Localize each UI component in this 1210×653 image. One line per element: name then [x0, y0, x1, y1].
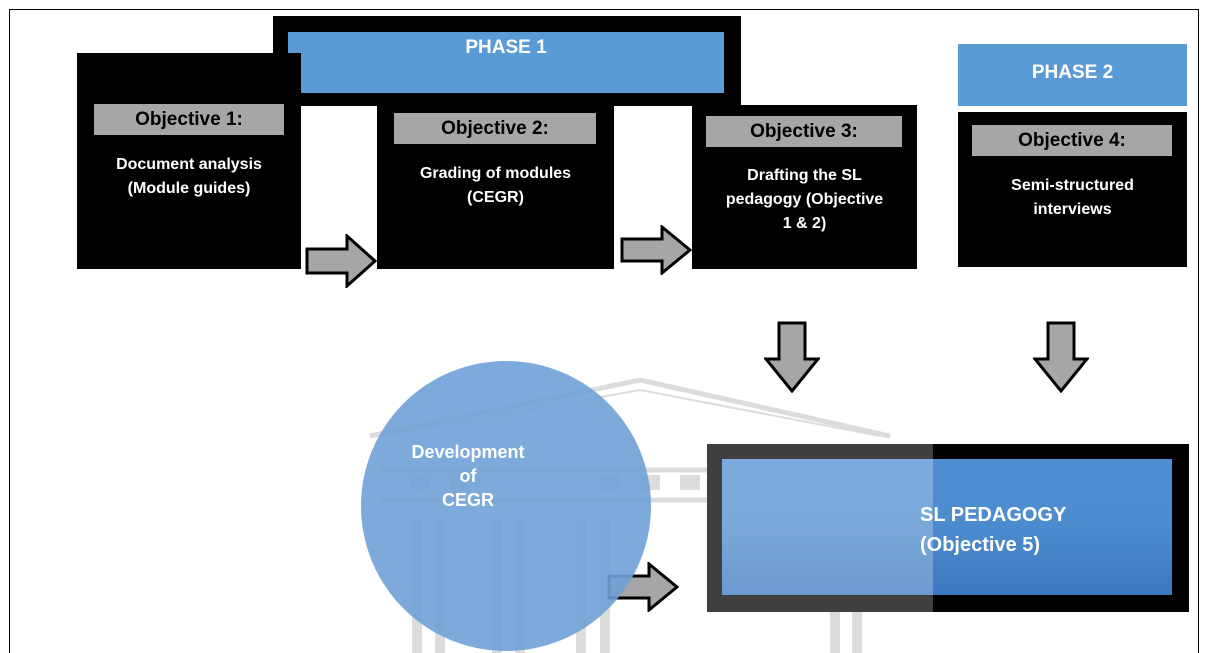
development-label: Development of CEGR: [368, 440, 568, 512]
objective1-text: Document analysis (Module guides): [80, 153, 298, 201]
phase2-label: PHASE 2: [1031, 62, 1114, 83]
objective3-text: Drafting the SL pedagogy (Objective 1 & …: [694, 164, 915, 236]
sl-pedagogy-line1: SL PEDAGOGY: [920, 504, 1067, 526]
objective4-line2: interviews: [1033, 201, 1112, 218]
objective2-line1: Grading of modules: [419, 165, 572, 182]
objective3-line2: pedagogy (Objective: [725, 191, 884, 208]
sl-pedagogy-overlay: [707, 444, 933, 612]
objective1-label: Objective 1:: [94, 104, 284, 135]
phase1-bar: [288, 32, 724, 93]
sl-pedagogy-line2: (Objective 5): [920, 534, 1041, 556]
objective1-line2: (Module guides): [127, 180, 251, 197]
arrow-obj1-to-obj2: [305, 234, 377, 288]
objective4-text: Semi-structured interviews: [960, 174, 1185, 222]
development-line3: CEGR: [441, 490, 494, 510]
diagram-frame: [9, 9, 1199, 653]
development-circle: [361, 361, 651, 651]
arrow-obj2-to-obj3: [620, 225, 692, 275]
objective3-line1: Drafting the SL: [747, 167, 862, 184]
sl-pedagogy-inner-box: [722, 459, 1172, 595]
objective2-line2: (CEGR): [467, 189, 524, 206]
objective3-line3: 1 & 2): [782, 215, 827, 232]
objective3-label: Objective 3:: [706, 116, 902, 147]
objective1-box: [77, 53, 301, 269]
objective4-label: Objective 4:: [972, 125, 1172, 156]
objective1-line1: Document analysis: [116, 156, 262, 173]
objective2-label: Objective 2:: [394, 113, 596, 144]
phase2-header-box: [958, 44, 1187, 106]
arrow-obj3-down: [764, 321, 820, 393]
objective2-text: Grading of modules (CEGR): [380, 162, 611, 210]
arrow-obj4-down: [1033, 321, 1089, 393]
phase1-label: PHASE 1: [465, 37, 547, 58]
sl-pedagogy-label: SL PEDAGOGY (Objective 5): [920, 500, 1140, 560]
development-line2: of: [459, 466, 477, 486]
objective4-line1: Semi-structured: [1011, 177, 1134, 194]
development-line1: Development: [411, 442, 525, 462]
